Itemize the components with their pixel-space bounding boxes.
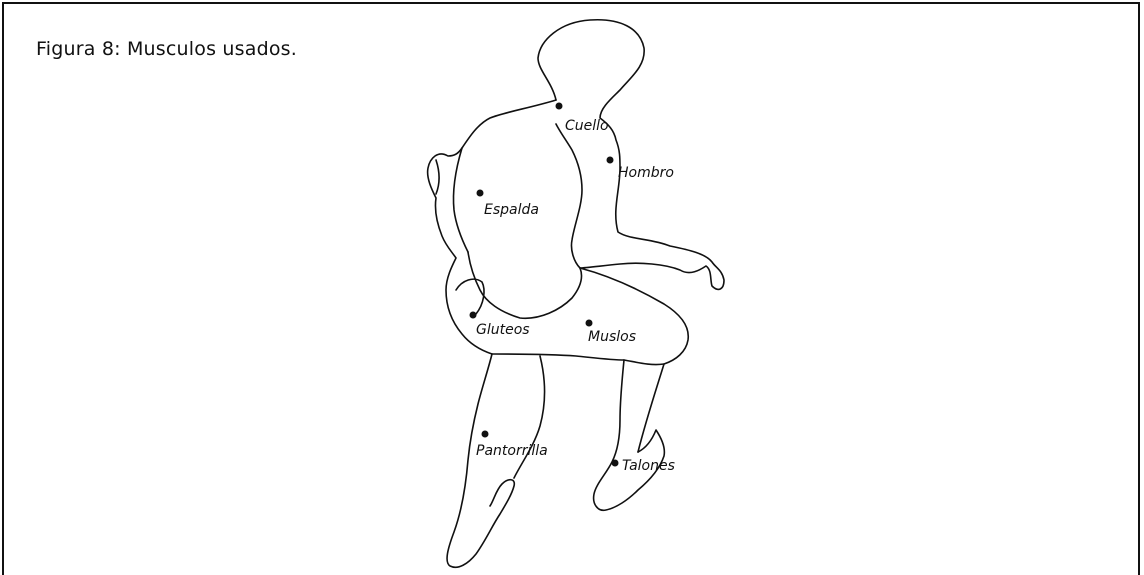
front-shin-outline [594,360,665,510]
marker-gluteos: Gluteos [470,312,530,339]
waist-outline [468,252,582,318]
thigh-under-outline [492,354,624,360]
marker-dot [607,157,614,164]
left-arm-outline [453,148,468,252]
label-pantorrilla: Pantorrilla [476,443,548,459]
back-calf-front-outline [514,356,545,478]
label-muslos: Muslos [588,329,636,345]
arm-inner-outline [556,124,582,268]
back-left-outline [428,100,556,354]
label-espalda: Espalda [484,202,539,218]
label-talones: Talones [622,458,675,474]
label-cuello: Cuello [565,118,609,134]
back-calf-outline [447,354,514,567]
marker-dot [470,312,477,319]
label-hombro: Hombro [618,165,674,181]
thigh-outline [580,268,688,365]
label-gluteos: Gluteos [476,322,530,338]
marker-dot [556,103,563,110]
marker-dot [482,431,489,438]
left-hand-outline [436,160,439,194]
marker-hombro: Hombro [607,157,674,182]
marker-muslos: Muslos [586,320,637,346]
head-back-outline [538,20,724,290]
marker-dot [477,190,484,197]
body-outline [428,20,724,568]
marker-espalda: Espalda [477,190,539,219]
marker-cuello: Cuello [556,103,609,135]
marker-dot [586,320,593,327]
buttock-outline [456,279,484,314]
marker-talones: Talones [612,458,675,474]
marker-dot [612,460,619,467]
